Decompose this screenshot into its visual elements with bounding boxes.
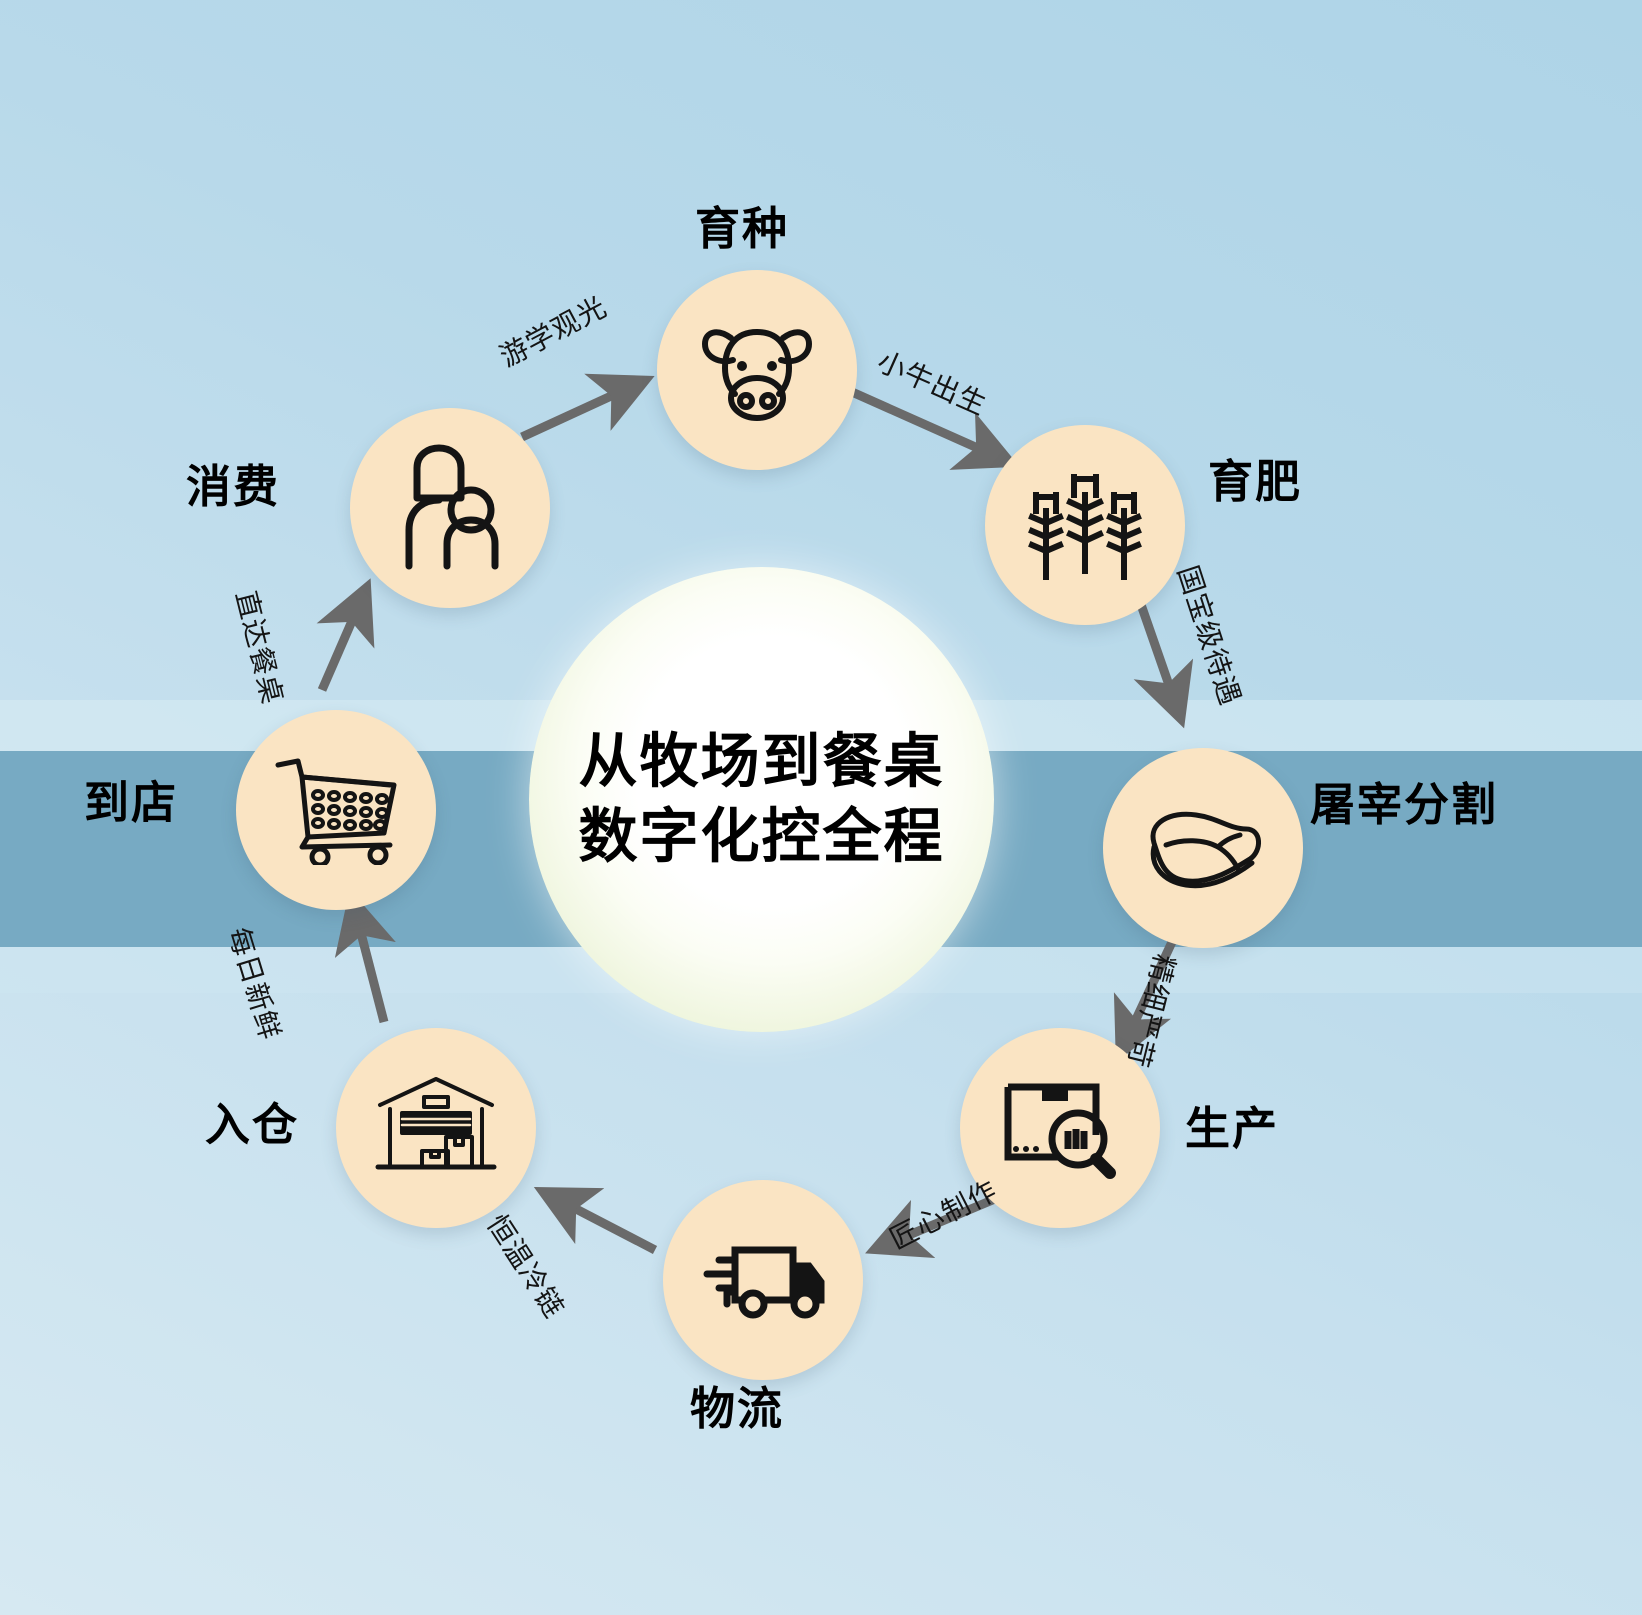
edge-label-breeding-to-fattening: 小牛出生 bbox=[872, 345, 992, 421]
shopping-cart-icon bbox=[272, 755, 400, 865]
node-warehouse[interactable] bbox=[336, 1028, 536, 1228]
node-label-consumer: 消费 bbox=[186, 461, 281, 512]
edge-label-production-to-logistics: 匠心制作 bbox=[884, 1174, 1003, 1255]
node-fattening[interactable] bbox=[985, 425, 1185, 625]
node-label-slaughter: 屠宰分割 bbox=[1310, 779, 1499, 830]
center-title: 从牧场到餐桌 数字化控全程 bbox=[529, 724, 994, 875]
arrow-logistics-to-warehouse bbox=[533, 1187, 658, 1254]
node-store[interactable] bbox=[236, 710, 436, 910]
steak-icon bbox=[1138, 803, 1268, 893]
wheat-icon bbox=[1024, 467, 1146, 583]
node-production[interactable] bbox=[960, 1028, 1160, 1228]
center-title-line2: 数字化控全程 bbox=[578, 803, 945, 870]
arrow-fattening-to-slaughter bbox=[1133, 594, 1194, 729]
node-logistics[interactable] bbox=[663, 1180, 863, 1380]
node-label-fattening: 育肥 bbox=[1208, 456, 1303, 507]
edge-label-logistics-to-warehouse: 恒温冷链 bbox=[480, 1209, 571, 1324]
node-slaughter[interactable] bbox=[1103, 748, 1303, 948]
edge-label-store-to-consumer: 直达餐桌 bbox=[230, 587, 289, 708]
arrow-consumer-to-breeding bbox=[520, 373, 655, 442]
warehouse-icon bbox=[374, 1075, 498, 1181]
center-sphere: 从牧场到餐桌 数字化控全程 bbox=[529, 567, 994, 1032]
parent-child-icon bbox=[397, 444, 503, 572]
node-label-production: 生产 bbox=[1185, 1103, 1280, 1154]
node-breeding[interactable] bbox=[657, 270, 857, 470]
node-consumer[interactable] bbox=[350, 408, 550, 608]
node-label-store: 到店 bbox=[84, 777, 179, 828]
node-label-logistics: 物流 bbox=[690, 1383, 785, 1434]
edge-label-fattening-to-slaughter: 国宝级待遇 bbox=[1171, 561, 1247, 710]
center-title-line1: 从牧场到餐桌 bbox=[578, 727, 945, 794]
edge-label-consumer-to-breeding: 游学观光 bbox=[494, 290, 612, 373]
box-inspection-icon bbox=[1000, 1073, 1120, 1183]
arrow-store-to-consumer bbox=[316, 578, 375, 692]
node-label-warehouse: 入仓 bbox=[205, 1099, 300, 1150]
cow-icon bbox=[697, 314, 817, 426]
node-label-breeding: 育种 bbox=[695, 203, 790, 254]
truck-icon bbox=[697, 1232, 829, 1328]
